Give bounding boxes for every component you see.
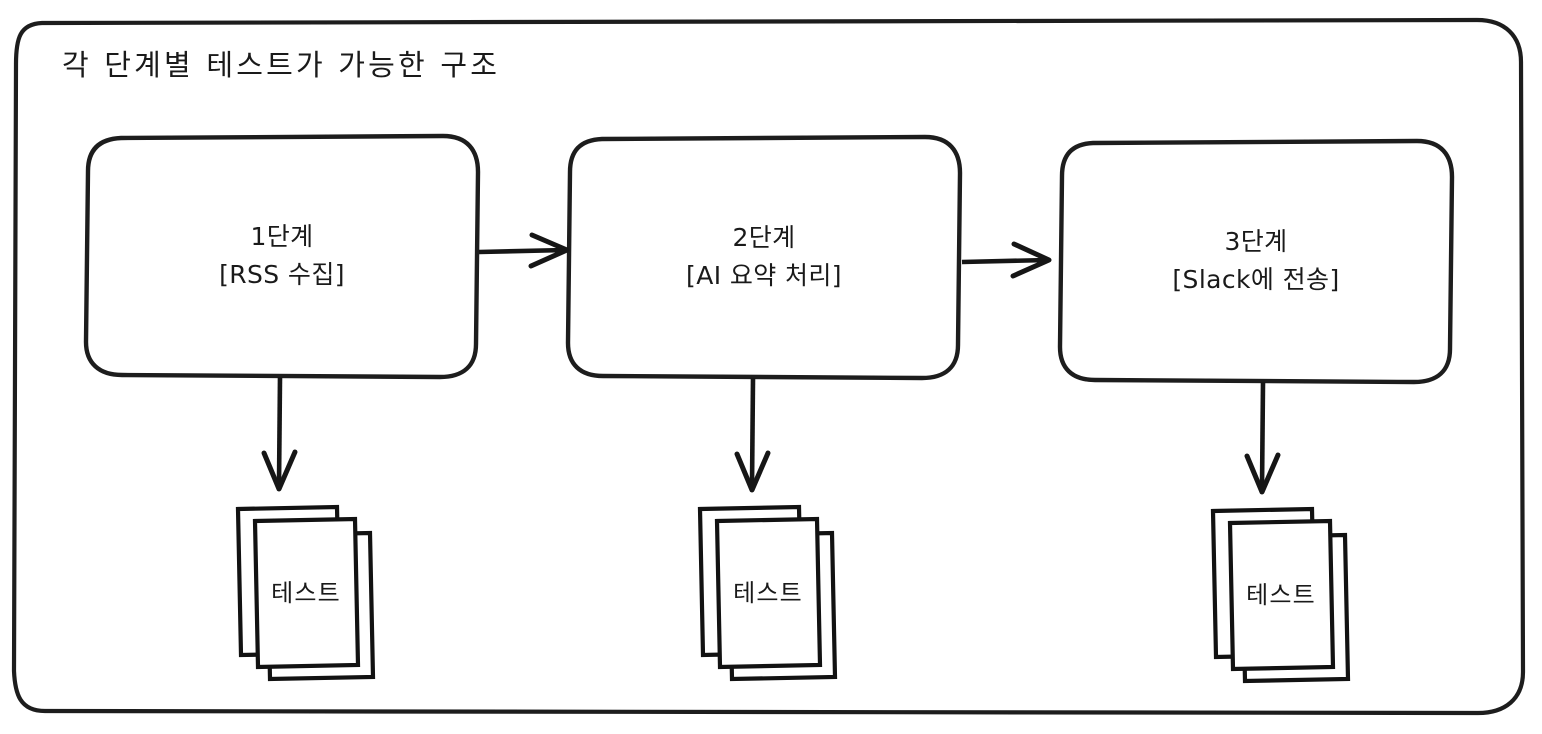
- outer-container-frame: [11, 17, 1526, 716]
- stage-box-1[interactable]: 1단계 [RSS 수집]: [83, 133, 481, 380]
- arrow-stage3-to-test3: [1244, 381, 1281, 495]
- test-label-1: 테스트: [271, 579, 341, 607]
- test-doc-stack-3[interactable]: 테스트: [1210, 506, 1351, 684]
- arrow-stage1-to-stage2: [478, 232, 570, 269]
- diagram-title: 각 단계별 테스트가 가능한 구조: [62, 48, 500, 82]
- test-doc-stack-1[interactable]: 테스트: [235, 504, 376, 682]
- stage-2-detail: [AI 요약 처리]: [686, 261, 842, 290]
- test-doc-stack-2[interactable]: 테스트: [697, 504, 838, 682]
- stage-3-detail: [Slack에 전송]: [1172, 265, 1339, 294]
- arrow-stage1-to-test1: [261, 376, 298, 492]
- stage-box-3[interactable]: 3단계 [Slack에 전송]: [1057, 138, 1455, 385]
- stage-box-2[interactable]: 2단계 [AI 요약 처리]: [565, 134, 963, 381]
- stage-2-heading: 2단계: [732, 223, 795, 252]
- test-label-2: 테스트: [733, 579, 803, 607]
- stage-1-detail: [RSS 수집]: [219, 260, 345, 289]
- doc-sheet-front-1: [252, 516, 361, 670]
- doc-sheet-front-2: [714, 516, 823, 670]
- stage-1-heading: 1단계: [250, 222, 313, 251]
- arrow-stage2-to-stage3: [961, 241, 1052, 279]
- arrow-stage2-to-test2: [734, 377, 771, 493]
- doc-sheet-front-3: [1227, 518, 1336, 672]
- stage-3-heading: 3단계: [1224, 227, 1287, 256]
- test-label-3: 테스트: [1246, 581, 1316, 609]
